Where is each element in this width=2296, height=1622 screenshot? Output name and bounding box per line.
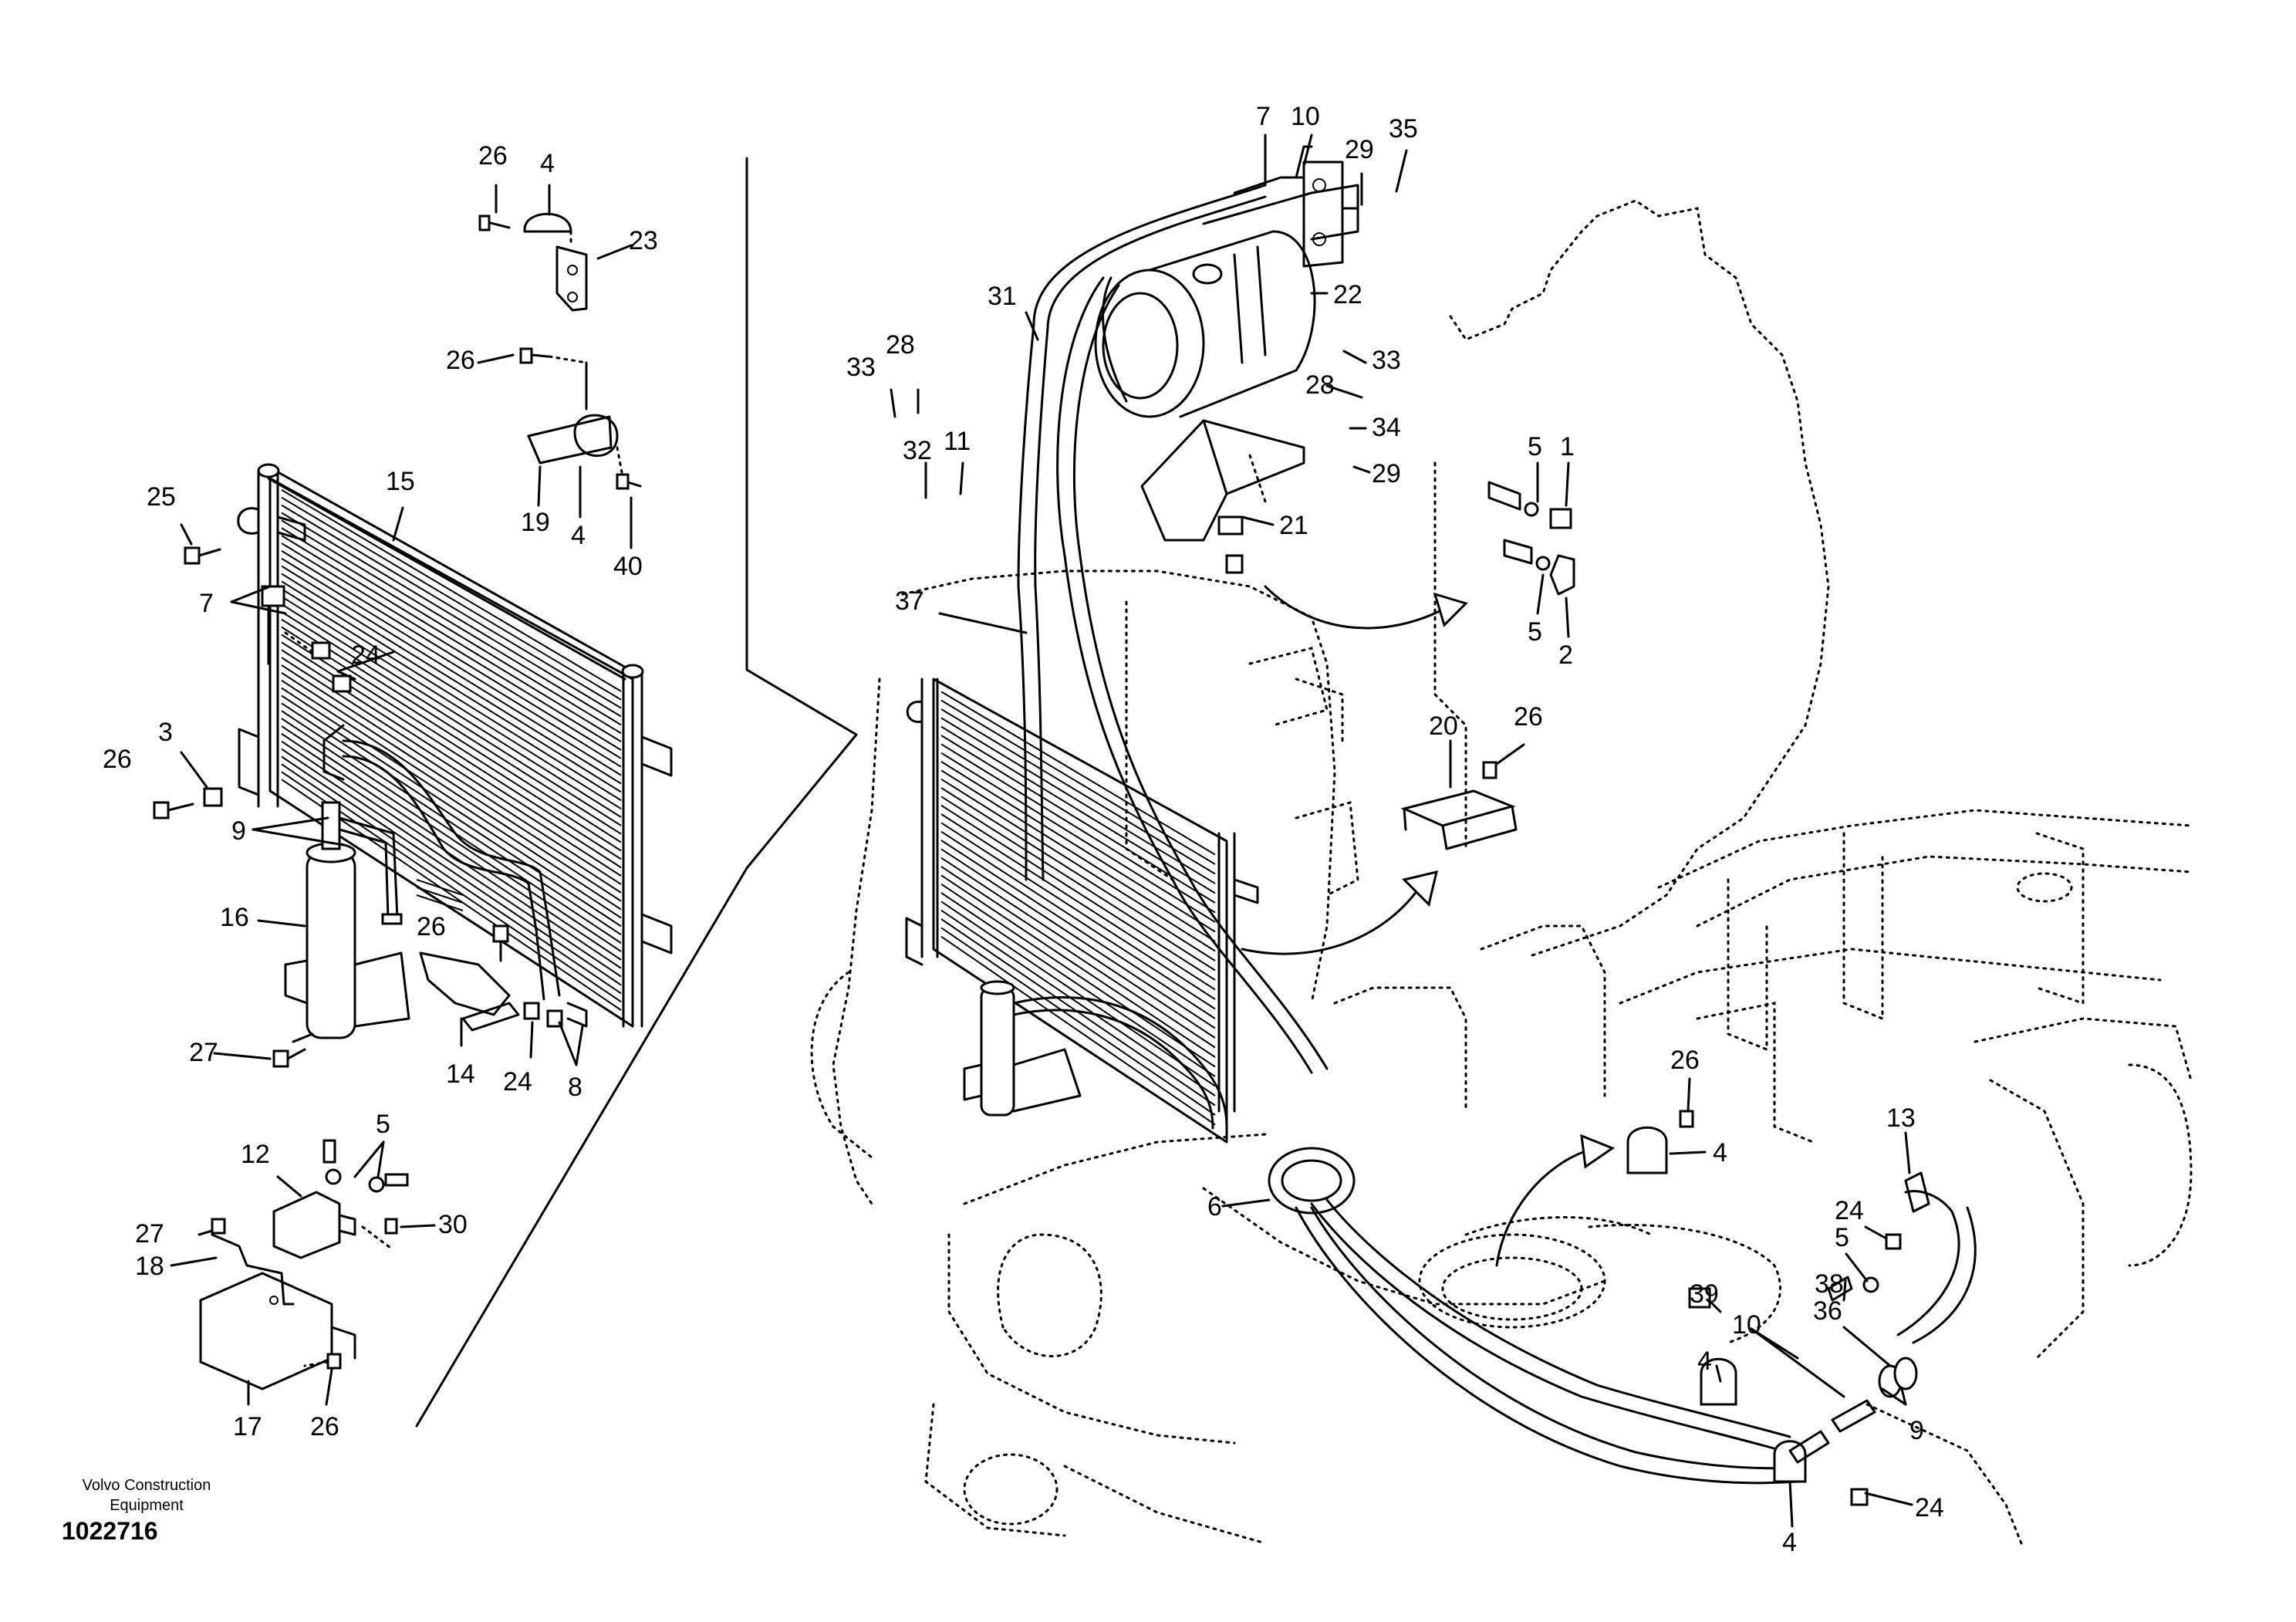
callout-26: 26 <box>310 1412 339 1441</box>
callout-19: 19 <box>521 508 550 537</box>
callout-12: 12 <box>241 1140 270 1169</box>
callout-10: 10 <box>1732 1310 1761 1340</box>
receiver-main <box>963 980 1228 1130</box>
callout-37: 37 <box>895 586 924 616</box>
compressor-main <box>1094 145 1359 418</box>
callout-26: 26 <box>417 912 446 941</box>
callout-5: 5 <box>376 1110 390 1139</box>
cover-20-main <box>1400 761 1518 850</box>
callout-32: 32 <box>903 436 932 465</box>
callout-23: 23 <box>629 226 658 255</box>
callout-27: 27 <box>135 1219 164 1249</box>
brand-line-2: Equipment <box>110 1497 184 1514</box>
callout-24: 24 <box>503 1067 532 1097</box>
hose-clamps-main <box>1626 1110 1807 1483</box>
callout-29: 29 <box>1372 459 1401 488</box>
callout-8: 8 <box>568 1073 582 1102</box>
callout-5: 5 <box>1835 1223 1849 1252</box>
callout-27: 27 <box>189 1038 218 1067</box>
receiver-hoses-detail <box>322 724 561 1001</box>
pressure-switch-detail <box>199 1139 409 1391</box>
callout-26: 26 <box>446 346 475 375</box>
callout-15: 15 <box>386 467 415 496</box>
callout-9: 9 <box>231 816 246 846</box>
callout-11: 11 <box>944 427 971 456</box>
callout-26: 26 <box>103 745 132 774</box>
callout-36: 36 <box>1813 1296 1842 1326</box>
arrows <box>1241 585 1616 1267</box>
callout-31: 31 <box>988 282 1017 311</box>
callout-labels: 26 4 23 26 19 4 40 25 15 7 24 3 26 9 16 … <box>103 102 1944 1557</box>
drawing-number: 1022716 <box>62 1517 158 1545</box>
detail-panel-outline <box>415 157 858 1428</box>
machine-outline <box>810 199 2193 1545</box>
long-hoses-main <box>1295 1190 1977 1485</box>
callout-7: 7 <box>199 589 214 618</box>
callout-4: 4 <box>1697 1347 1712 1376</box>
callout-28: 28 <box>1305 370 1335 400</box>
callout-30: 30 <box>438 1210 468 1239</box>
condenser-main <box>905 678 1259 1144</box>
callout-9: 9 <box>1909 1416 1924 1445</box>
bottom-fittings-main <box>1688 1171 1930 1506</box>
callout-24: 24 <box>351 640 380 670</box>
callout-20: 20 <box>1429 711 1458 741</box>
callout-4: 4 <box>1782 1528 1797 1557</box>
callout-10: 10 <box>1291 102 1320 131</box>
switch-parts-main <box>1487 481 1575 596</box>
callout-14: 14 <box>446 1059 475 1089</box>
callout-1: 1 <box>1560 432 1575 461</box>
callout-6: 6 <box>1207 1192 1222 1222</box>
callout-33: 33 <box>1372 346 1401 375</box>
condenser-detail <box>237 463 673 1028</box>
grommet-6-main <box>1268 1147 1356 1215</box>
callout-22: 22 <box>1333 280 1362 309</box>
compressor-bracket-main <box>1140 419 1305 574</box>
callout-17: 17 <box>233 1412 262 1441</box>
callout-2: 2 <box>1558 640 1573 670</box>
callout-5: 5 <box>1528 432 1542 461</box>
callout-7: 7 <box>1256 102 1271 131</box>
detail-bolts <box>153 546 509 1068</box>
callout-39: 39 <box>1690 1279 1719 1309</box>
callout-13: 13 <box>1886 1103 1916 1133</box>
callout-18: 18 <box>135 1252 164 1281</box>
callout-24: 24 <box>1835 1196 1864 1225</box>
clamp-bracket-detail-second <box>519 347 642 490</box>
callout-26: 26 <box>1670 1046 1700 1075</box>
callout-28: 28 <box>886 330 915 360</box>
callout-25: 25 <box>147 482 176 512</box>
receiver-dryer-detail <box>284 801 410 1043</box>
callout-35: 35 <box>1389 114 1418 144</box>
callout-29: 29 <box>1345 135 1374 164</box>
callout-4: 4 <box>540 149 555 178</box>
condenser-fittings-detail <box>261 585 352 693</box>
clamp-bracket-detail-top <box>478 212 588 312</box>
callout-34: 34 <box>1372 413 1401 442</box>
callout-5: 5 <box>1528 617 1542 647</box>
brand-label: Volvo Construction Equipment <box>46 1475 247 1516</box>
callout-33: 33 <box>846 353 876 382</box>
brand-line-1: Volvo Construction <box>82 1477 211 1494</box>
callout-26: 26 <box>478 141 508 171</box>
callout-40: 40 <box>613 552 643 581</box>
callout-26: 26 <box>1514 702 1543 732</box>
callout-3: 3 <box>158 718 173 747</box>
callout-24: 24 <box>1915 1493 1944 1522</box>
callout-16: 16 <box>220 903 249 932</box>
callout-21: 21 <box>1279 511 1308 540</box>
callout-38: 38 <box>1815 1269 1844 1299</box>
callout-4: 4 <box>571 521 586 550</box>
callout-4: 4 <box>1713 1138 1727 1168</box>
hose-31-main <box>1017 184 1329 1074</box>
